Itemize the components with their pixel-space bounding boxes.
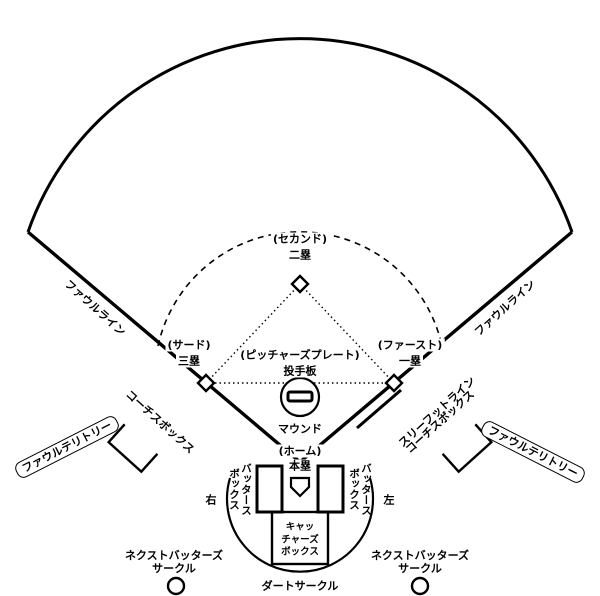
catcher-box-line1: キャッ — [285, 521, 315, 533]
catcher-box-label: キャッ チャーズ ボックス — [281, 521, 319, 559]
pitchers-plate-kanji-label: 投手板 — [281, 364, 319, 378]
infield-grass-arc — [157, 231, 443, 347]
home-plate — [289, 476, 311, 498]
pitchers-plate — [286, 390, 314, 403]
batter-box-left-line1: バッタース — [240, 462, 252, 516]
batter-box-right-vertical-label: バッタース ボックス — [348, 463, 372, 516]
batter-box-right — [316, 464, 345, 514]
foul-line-left — [26, 230, 302, 464]
baseline-third-to-second — [205, 283, 301, 384]
next-batter-left-line1: ネクストバッターズ — [124, 549, 224, 562]
catcher-box — [270, 510, 330, 566]
batter-box-right-line1: バッタース — [360, 462, 372, 516]
batter-box-right-line2: ボックス — [348, 468, 360, 510]
batter-box-left-vertical-label: バッタース ボックス — [228, 463, 252, 516]
next-batter-circle-left-label: ネクストバッターズ サークル — [125, 549, 223, 575]
mound-label: マウンド — [276, 422, 324, 436]
batter-box-left-hand-mark: 左 — [383, 493, 395, 507]
baseline-second-to-first — [299, 283, 395, 384]
pitchers-plate-katakana-label: (ピッチャーズプレート) — [238, 348, 362, 362]
dart-circle-arc — [225, 477, 375, 573]
next-batter-circle-left — [166, 576, 186, 596]
next-batter-right-line1: ネクストバッターズ — [370, 549, 470, 562]
three-foot-line — [356, 388, 402, 430]
second-base-marker — [290, 274, 310, 294]
next-batter-circle-right-label: ネクストバッターズ サークル — [371, 549, 469, 575]
dart-circle-label: ダートサークル — [259, 579, 341, 593]
catcher-box-line2: チャーズ — [281, 533, 319, 545]
home-plate-kanji-label: 本塁 — [287, 459, 313, 473]
next-batter-circle-right — [410, 576, 430, 596]
third-base-marker — [196, 373, 216, 393]
second-base-katakana-label: (セカンド) — [270, 232, 330, 246]
home-plate-katakana-label: (ホーム) — [276, 444, 324, 458]
second-base-kanji-label: 二塁 — [287, 248, 313, 262]
next-batter-left-line2: サークル — [152, 562, 196, 575]
third-base-katakana-label: (サード) — [165, 338, 213, 352]
catcher-box-line3: ボックス — [281, 546, 319, 558]
batter-box-left-line2: ボックス — [228, 468, 240, 510]
third-base-kanji-label: 三塁 — [176, 354, 202, 368]
outfield-fence-arc — [26, 37, 574, 233]
coach-box-left-shape — [106, 423, 159, 474]
first-base-marker — [384, 373, 404, 393]
next-batter-right-line2: サークル — [398, 562, 442, 575]
first-base-katakana-label: (ファースト) — [375, 338, 445, 352]
batter-box-right-hand-mark: 右 — [205, 493, 217, 507]
batter-box-left — [255, 464, 284, 514]
first-base-kanji-label: 一塁 — [397, 354, 423, 368]
